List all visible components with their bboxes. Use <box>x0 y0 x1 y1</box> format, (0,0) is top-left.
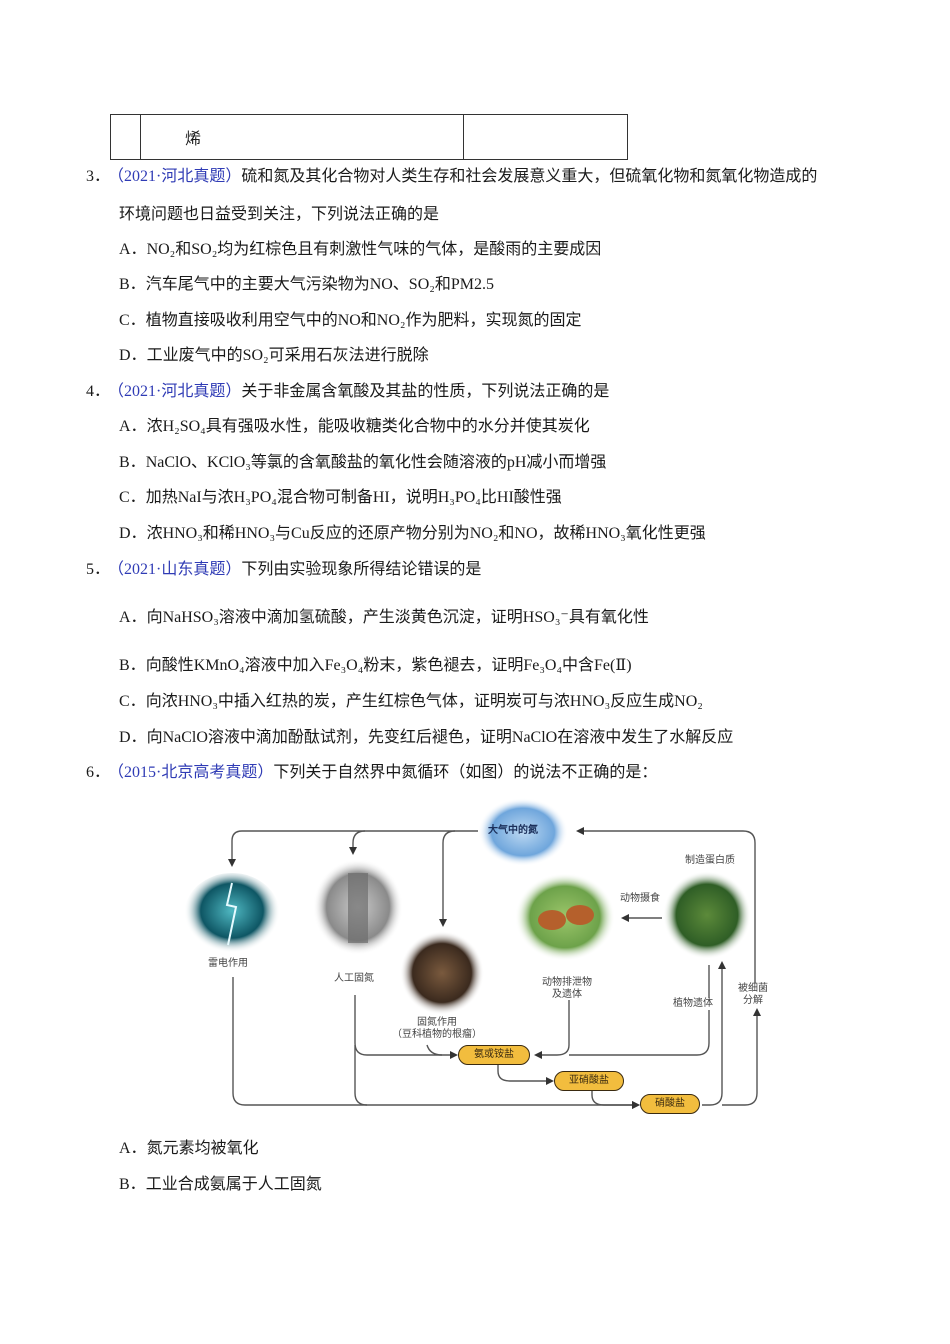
question-number: 4． <box>86 383 111 400</box>
label-lightning: 雷电作用 <box>208 958 248 969</box>
option-b[interactable]: B．NaClO、KClO₃等氯的含氧酸盐的氧化性会随溶液的pH减小而增强 <box>119 454 607 471</box>
label-animal-feeding: 动物摄食 <box>620 893 660 904</box>
question-number: 3． <box>86 168 111 185</box>
lightning-image <box>184 873 280 957</box>
option-c[interactable]: C．向浓HNO₃中插入红热的炭，产生红棕色气体，证明炭可与浓HNO₃反应生成NO… <box>119 693 703 710</box>
diagram-connectors <box>184 798 761 1109</box>
option-c[interactable]: C．加热NaI与浓H₃PO₄混合物可制备HI，说明H₃PO₄比HI酸性强 <box>119 489 562 506</box>
option-d[interactable]: D．浓HNO₃和稀HNO₃与Cu反应的还原产物分别为NO₂和NO，故稀HNO₃氧… <box>119 525 706 542</box>
table-cell <box>111 115 141 159</box>
question-stem: （2015·北京高考真题）下列关于自然界中氮循环（如图）的说法不正确的是： <box>108 764 658 781</box>
label-root-nodule: 固氮作用 （豆科植物的根瘤） <box>392 1017 482 1040</box>
question-stem: （2021·河北真题）硫和氮及其化合物对人类生存和社会发展意义重大，但硫氧化物和… <box>108 168 818 185</box>
table-cell <box>464 115 627 159</box>
source-tag: （2015·北京高考真题） <box>108 764 274 781</box>
question-number: 6． <box>86 764 111 781</box>
root-nodule-image <box>400 931 484 1015</box>
table-fragment: 烯 <box>110 114 628 160</box>
question-number: 5． <box>86 561 111 578</box>
forest-image <box>663 871 751 959</box>
source-tag: （2021·河北真题） <box>108 383 242 400</box>
option-b[interactable]: B．汽车尾气中的主要大气污染物为NO、SO₂和PM2.5 <box>119 276 494 293</box>
label-bacterial-decomposition: 被细菌 分解 <box>738 983 768 1007</box>
question-stem: （2021·山东真题）下列由实验现象所得结论错误的是 <box>108 561 482 578</box>
label-industrial-fixation: 人工固氮 <box>334 973 374 984</box>
question-stem-line2: 环境问题也日益受到关注，下列说法正确的是 <box>119 206 440 223</box>
pill-nitrate: 硝酸盐 <box>640 1094 700 1114</box>
option-a[interactable]: A．氮元素均被氧化 <box>119 1140 259 1157</box>
option-a[interactable]: A．浓H₂SO₄具有强吸水性，能吸收糖类化合物中的水分并使其炭化 <box>119 418 590 435</box>
label-make-protein: 制造蛋白质 <box>685 855 735 866</box>
option-d[interactable]: D．工业废气中的SO₂可采用石灰法进行脱除 <box>119 347 429 364</box>
table-cell: 烯 <box>141 115 464 159</box>
source-tag: （2021·河北真题） <box>108 168 242 185</box>
option-c[interactable]: C．植物直接吸收利用空气中的NO和NO₂作为肥料，实现氮的固定 <box>119 312 582 329</box>
pill-nitrite: 亚硝酸盐 <box>554 1071 624 1091</box>
label-animal-waste: 动物排泄物 及遗体 <box>542 977 592 1000</box>
pill-ammonia: 氨或铵盐 <box>458 1045 530 1065</box>
option-a[interactable]: A．向NaHSO₃溶液中滴加氢硫酸，产生淡黄色沉淀，证明HSO₃⁻具有氧化性 <box>119 609 649 626</box>
option-b[interactable]: B．工业合成氨属于人工固氮 <box>119 1176 322 1193</box>
source-tag: （2021·山东真题） <box>108 561 242 578</box>
label-plant-remains: 植物遗体 <box>673 998 713 1010</box>
label-atmosphere-nitrogen: 大气中的氮 <box>488 825 538 836</box>
nitrogen-cycle-diagram: 大气中的氮 雷电作用 人工固氮 固氮作用 （豆科植物的根瘤） 动物排泄物 及遗体… <box>180 795 780 1115</box>
option-d[interactable]: D．向NaClO溶液中滴加酚酞试剂，先变红后褪色，证明NaClO在溶液中发生了水… <box>119 729 734 746</box>
question-stem: （2021·河北真题）关于非金属含氧酸及其盐的性质，下列说法正确的是 <box>108 383 610 400</box>
option-b[interactable]: B．向酸性KMnO₄溶液中加入Fe₃O₄粉末，紫色褪去，证明Fe₃O₄中含Fe(… <box>119 657 632 674</box>
option-a[interactable]: A．NO₂和SO₂均为红棕色且有刺激性气味的气体，是酸雨的主要成因 <box>119 241 602 258</box>
atmosphere-image <box>478 798 568 866</box>
